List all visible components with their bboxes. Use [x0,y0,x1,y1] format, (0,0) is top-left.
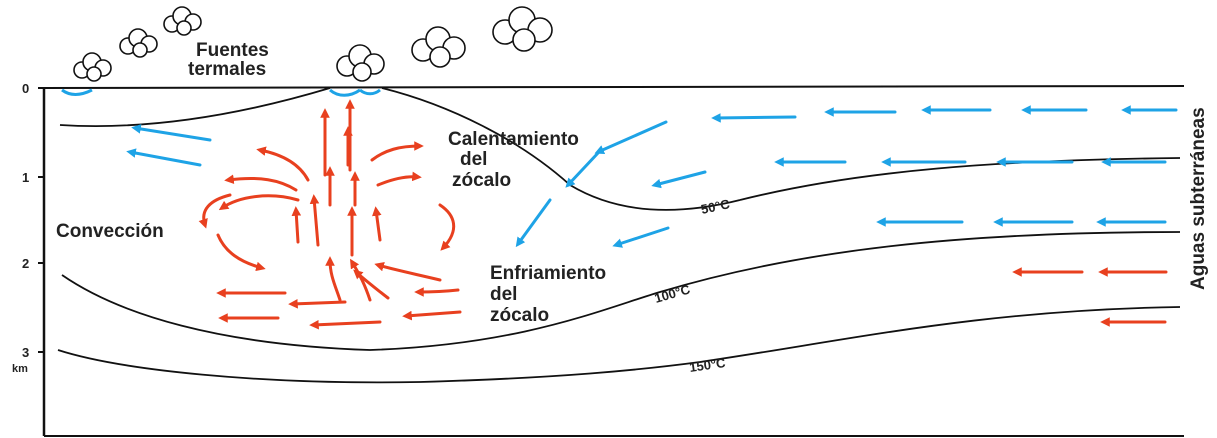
isotherm-100-label: 100°C [653,281,693,306]
ground-surface-line [43,85,1185,89]
groundwater-label: Aguas subterráneas [1188,107,1209,290]
isotherm-150-line [57,306,1181,384]
steam-cloud-icon [119,28,158,58]
flow-arrow-icon [594,120,668,155]
heating-label-line1: Calentamiento [448,129,579,150]
flow-arrow-icon [353,269,390,300]
flow-arrow-icon [309,319,382,330]
flow-arrow-icon [224,174,298,192]
steam-cloud-icon [336,44,385,82]
flow-arrow-icon [414,287,460,297]
depth-tick-2: 2 [22,256,29,271]
hot-flow-arrows [198,99,1168,330]
flow-arrow-icon [565,151,600,188]
depth-unit: km [12,363,28,375]
flow-arrow-icon [372,206,382,242]
depth-tick-0: 0 [22,81,29,96]
isotherm-50-line [739,157,1181,201]
flow-arrow-icon [126,148,202,167]
convection-label: Convección [56,221,164,242]
cooling-label-line2: del [490,284,517,305]
depth-tick-1: 1 [22,170,29,185]
flow-arrow-icon [288,298,347,309]
heating-label-line3: zócalo [452,170,511,191]
flow-arrow-icon [370,141,424,162]
steam-cloud-icon [73,52,112,82]
steam-cloud-icon [492,6,553,52]
isotherm-150-label: 150°C [688,355,727,375]
cooling-label-line1: Enfriamiento [490,263,606,284]
flow-arrow-icon [256,146,310,182]
hot-spring-vents [61,88,381,97]
isotherm-50-label: 50°C [700,196,732,217]
flow-arrow-icon [309,194,320,247]
strata-lines [57,87,1181,384]
flow-arrow-icon [198,193,232,229]
flow-arrow-icon [216,233,266,272]
flow-arrow-icon [612,226,670,248]
cooling-label-line3: zócalo [490,305,549,326]
flow-arrow-icon [376,171,422,187]
flow-arrow-icon [218,194,300,211]
steam-cloud-icon [411,26,466,68]
depth-tick-3: 3 [22,345,29,360]
steam-clouds [73,6,553,82]
flow-arrow-icon [438,203,455,251]
isotherm-100-line [61,231,1181,351]
flow-arrow-icon [515,198,552,248]
flow-arrow-icon [711,113,797,123]
flow-arrow-icon [374,262,442,282]
steam-cloud-icon [163,6,202,36]
shallow-layer-left [59,87,331,127]
flow-arrow-icon [291,206,302,244]
flow-arrow-icon [402,310,462,321]
flow-arrow-icon [651,170,707,189]
flow-arrow-icon [349,258,372,302]
flow-arrow-icon [325,256,342,302]
heating-label-line2: del [460,149,487,170]
cold-flow-arrows [126,105,1178,248]
depth-ticks: 0 1 2 3 km [12,81,44,375]
hot-springs-label-line2: termales [188,59,266,80]
hot-springs-label-line1: Fuentes [196,40,269,61]
flow-arrow-icon [131,124,212,142]
